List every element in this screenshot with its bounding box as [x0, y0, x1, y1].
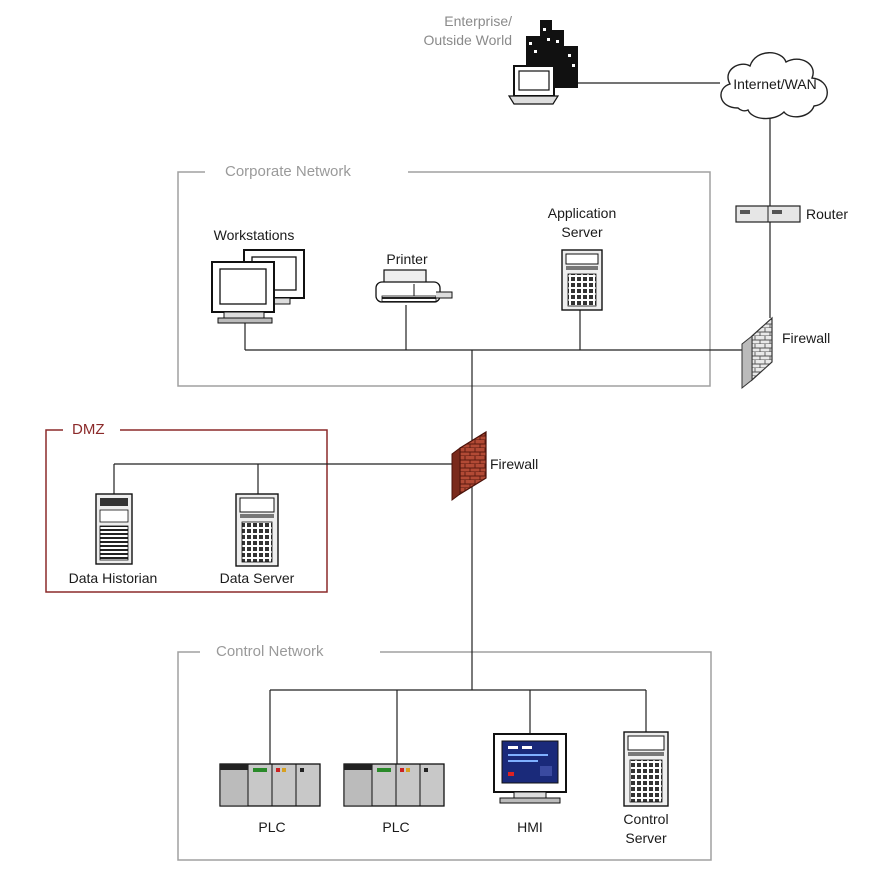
workstations-label: Workstations	[214, 227, 295, 243]
router-node: Router	[735, 205, 848, 223]
corporate-network-zone: Corporate Network	[177, 163, 711, 387]
cloud-icon	[720, 52, 828, 120]
workstation-monitor-icon	[211, 249, 305, 324]
control-network-zone: Control Network	[177, 643, 712, 861]
inner-firewall-label: Firewall	[490, 456, 538, 472]
plc-1-label: PLC	[258, 819, 285, 835]
server-icon	[235, 493, 279, 567]
router-label: Router	[806, 206, 848, 222]
data-historian-node: Data Historian	[69, 493, 158, 586]
enterprise-node: Enterprise/ Outside World	[424, 13, 578, 105]
hmi-node: HMI	[493, 733, 567, 835]
enterprise-label-line1: Enterprise/	[444, 13, 512, 29]
outer-firewall-node: Firewall	[741, 316, 830, 390]
corporate-network-title: Corporate Network	[225, 163, 351, 180]
server-icon	[623, 731, 669, 807]
application-server-node: Application Server	[548, 205, 617, 311]
enterprise-computer-icon	[507, 65, 560, 105]
inner-firewall-node: Firewall	[451, 430, 538, 501]
server-icon	[561, 249, 603, 311]
printer-node: Printer	[375, 251, 453, 303]
application-server-label-line2: Server	[561, 224, 603, 240]
tower-server-icon	[95, 493, 133, 565]
data-server-node: Data Server	[220, 493, 295, 586]
plc-rack-icon	[219, 763, 321, 807]
control-server-label-line1: Control	[623, 811, 668, 827]
printer-icon	[375, 269, 453, 303]
control-network-title: Control Network	[216, 643, 324, 660]
plc-rack-icon	[343, 763, 445, 807]
firewall-icon	[751, 316, 773, 382]
dmz-zone: DMZ	[45, 421, 328, 593]
plc-2-label: PLC	[382, 819, 409, 835]
plc-node-2: PLC	[343, 763, 445, 835]
internet-label: Internet/WAN	[733, 76, 817, 92]
workstations-node: Workstations	[211, 227, 305, 324]
data-historian-label: Data Historian	[69, 570, 158, 586]
control-server-node: Control Server	[623, 731, 669, 846]
plc-node-1: PLC	[219, 763, 321, 835]
application-server-label-line1: Application	[548, 205, 617, 221]
router-icon	[735, 205, 801, 223]
hmi-label: HMI	[517, 819, 543, 835]
firewall-icon	[459, 430, 487, 496]
data-server-label: Data Server	[220, 570, 295, 586]
internet-cloud: Internet/WAN	[720, 52, 828, 120]
enterprise-label-line2: Outside World	[424, 32, 512, 48]
network-wires	[113, 82, 771, 764]
dmz-title: DMZ	[72, 421, 105, 438]
printer-label: Printer	[386, 251, 428, 267]
hmi-monitor-icon	[493, 733, 567, 804]
outer-firewall-label: Firewall	[782, 330, 830, 346]
control-server-label-line2: Server	[625, 830, 667, 846]
